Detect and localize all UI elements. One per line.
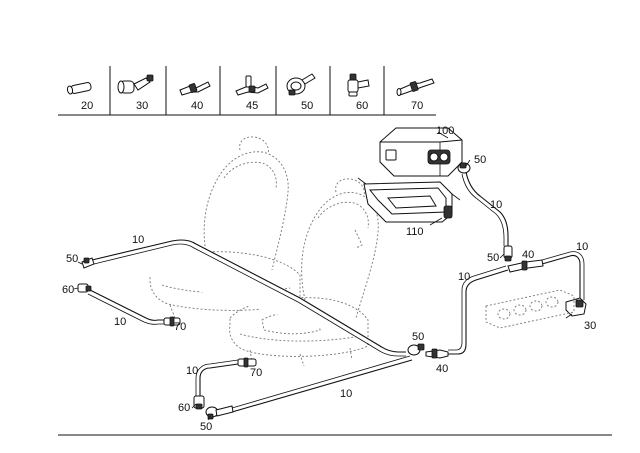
callout-right-hose-up: 10 bbox=[458, 271, 470, 283]
angled-connector-icon bbox=[407, 343, 425, 356]
leader-lines bbox=[73, 131, 573, 421]
parts-legend: 20 30 40 45 50 bbox=[58, 66, 436, 116]
inline-coupling-icon bbox=[425, 348, 449, 359]
callout-front-hose-top: 10 bbox=[132, 234, 144, 246]
legend-label: 50 bbox=[301, 100, 313, 112]
angled-connector-icon bbox=[81, 257, 95, 269]
angled-connector-icon bbox=[457, 162, 471, 174]
callout-lower-long-hose: 10 bbox=[340, 388, 352, 400]
callout-right-hose-top: 10 bbox=[576, 241, 588, 253]
callout-pump-connector: 50 bbox=[474, 154, 486, 166]
connector-parts bbox=[77, 162, 587, 420]
callout-right-end-30: 30 bbox=[584, 320, 596, 332]
hose-lines bbox=[87, 171, 585, 413]
callout-center-50: 50 bbox=[412, 331, 424, 343]
callout-front-left-hose: 10 bbox=[114, 316, 126, 328]
reducer-connector-icon bbox=[237, 357, 257, 368]
pump-unit bbox=[379, 127, 463, 177]
callout-labels: 100 110 50 10 10 50 60 10 70 10 70 60 50… bbox=[62, 125, 596, 433]
callout-right-40: 40 bbox=[522, 249, 534, 261]
reducer-connector-icon bbox=[163, 316, 181, 327]
callout-lower-hose-left: 10 bbox=[186, 365, 198, 377]
straight-tube-connector-icon bbox=[66, 82, 92, 95]
inline-coupling-icon bbox=[179, 81, 211, 96]
pump-bracket bbox=[357, 177, 461, 223]
callout-lower-seat-70: 70 bbox=[250, 367, 262, 379]
angled-connector-icon bbox=[286, 73, 316, 96]
elbow-connector-icon bbox=[77, 283, 92, 293]
legend-label: 20 bbox=[81, 100, 93, 112]
tee-coupling-icon bbox=[235, 75, 269, 96]
rear-seat-outline bbox=[229, 178, 379, 367]
end-cap-connector-icon bbox=[117, 74, 154, 94]
angled-connector-icon bbox=[503, 245, 513, 262]
legend-label: 40 bbox=[191, 100, 203, 112]
reducer-connector-icon bbox=[396, 78, 435, 96]
callout-pump-hose: 10 bbox=[490, 199, 502, 211]
callout-center-40: 40 bbox=[436, 363, 448, 375]
angled-connector-icon bbox=[205, 405, 234, 420]
elbow-connector-icon bbox=[347, 73, 370, 97]
callout-pump: 100 bbox=[436, 125, 454, 137]
callout-front-left-60: 60 bbox=[62, 284, 74, 296]
callout-front-left-50: 50 bbox=[66, 253, 78, 265]
legend-label: 60 bbox=[356, 100, 368, 112]
legend-label: 30 bbox=[136, 100, 148, 112]
legend-label: 45 bbox=[246, 100, 258, 112]
callout-bracket: 110 bbox=[406, 226, 424, 238]
callout-right-50: 50 bbox=[487, 252, 499, 264]
callout-lower-left-50: 50 bbox=[200, 421, 212, 433]
inline-coupling-icon bbox=[507, 259, 544, 273]
end-cap-connector-icon bbox=[565, 297, 587, 317]
elbow-connector-icon bbox=[193, 395, 205, 410]
callout-lower-left-60: 60 bbox=[178, 402, 190, 414]
air-outlet-panel bbox=[485, 289, 575, 329]
callout-front-seat-70: 70 bbox=[174, 321, 186, 333]
legend-label: 70 bbox=[411, 100, 423, 112]
